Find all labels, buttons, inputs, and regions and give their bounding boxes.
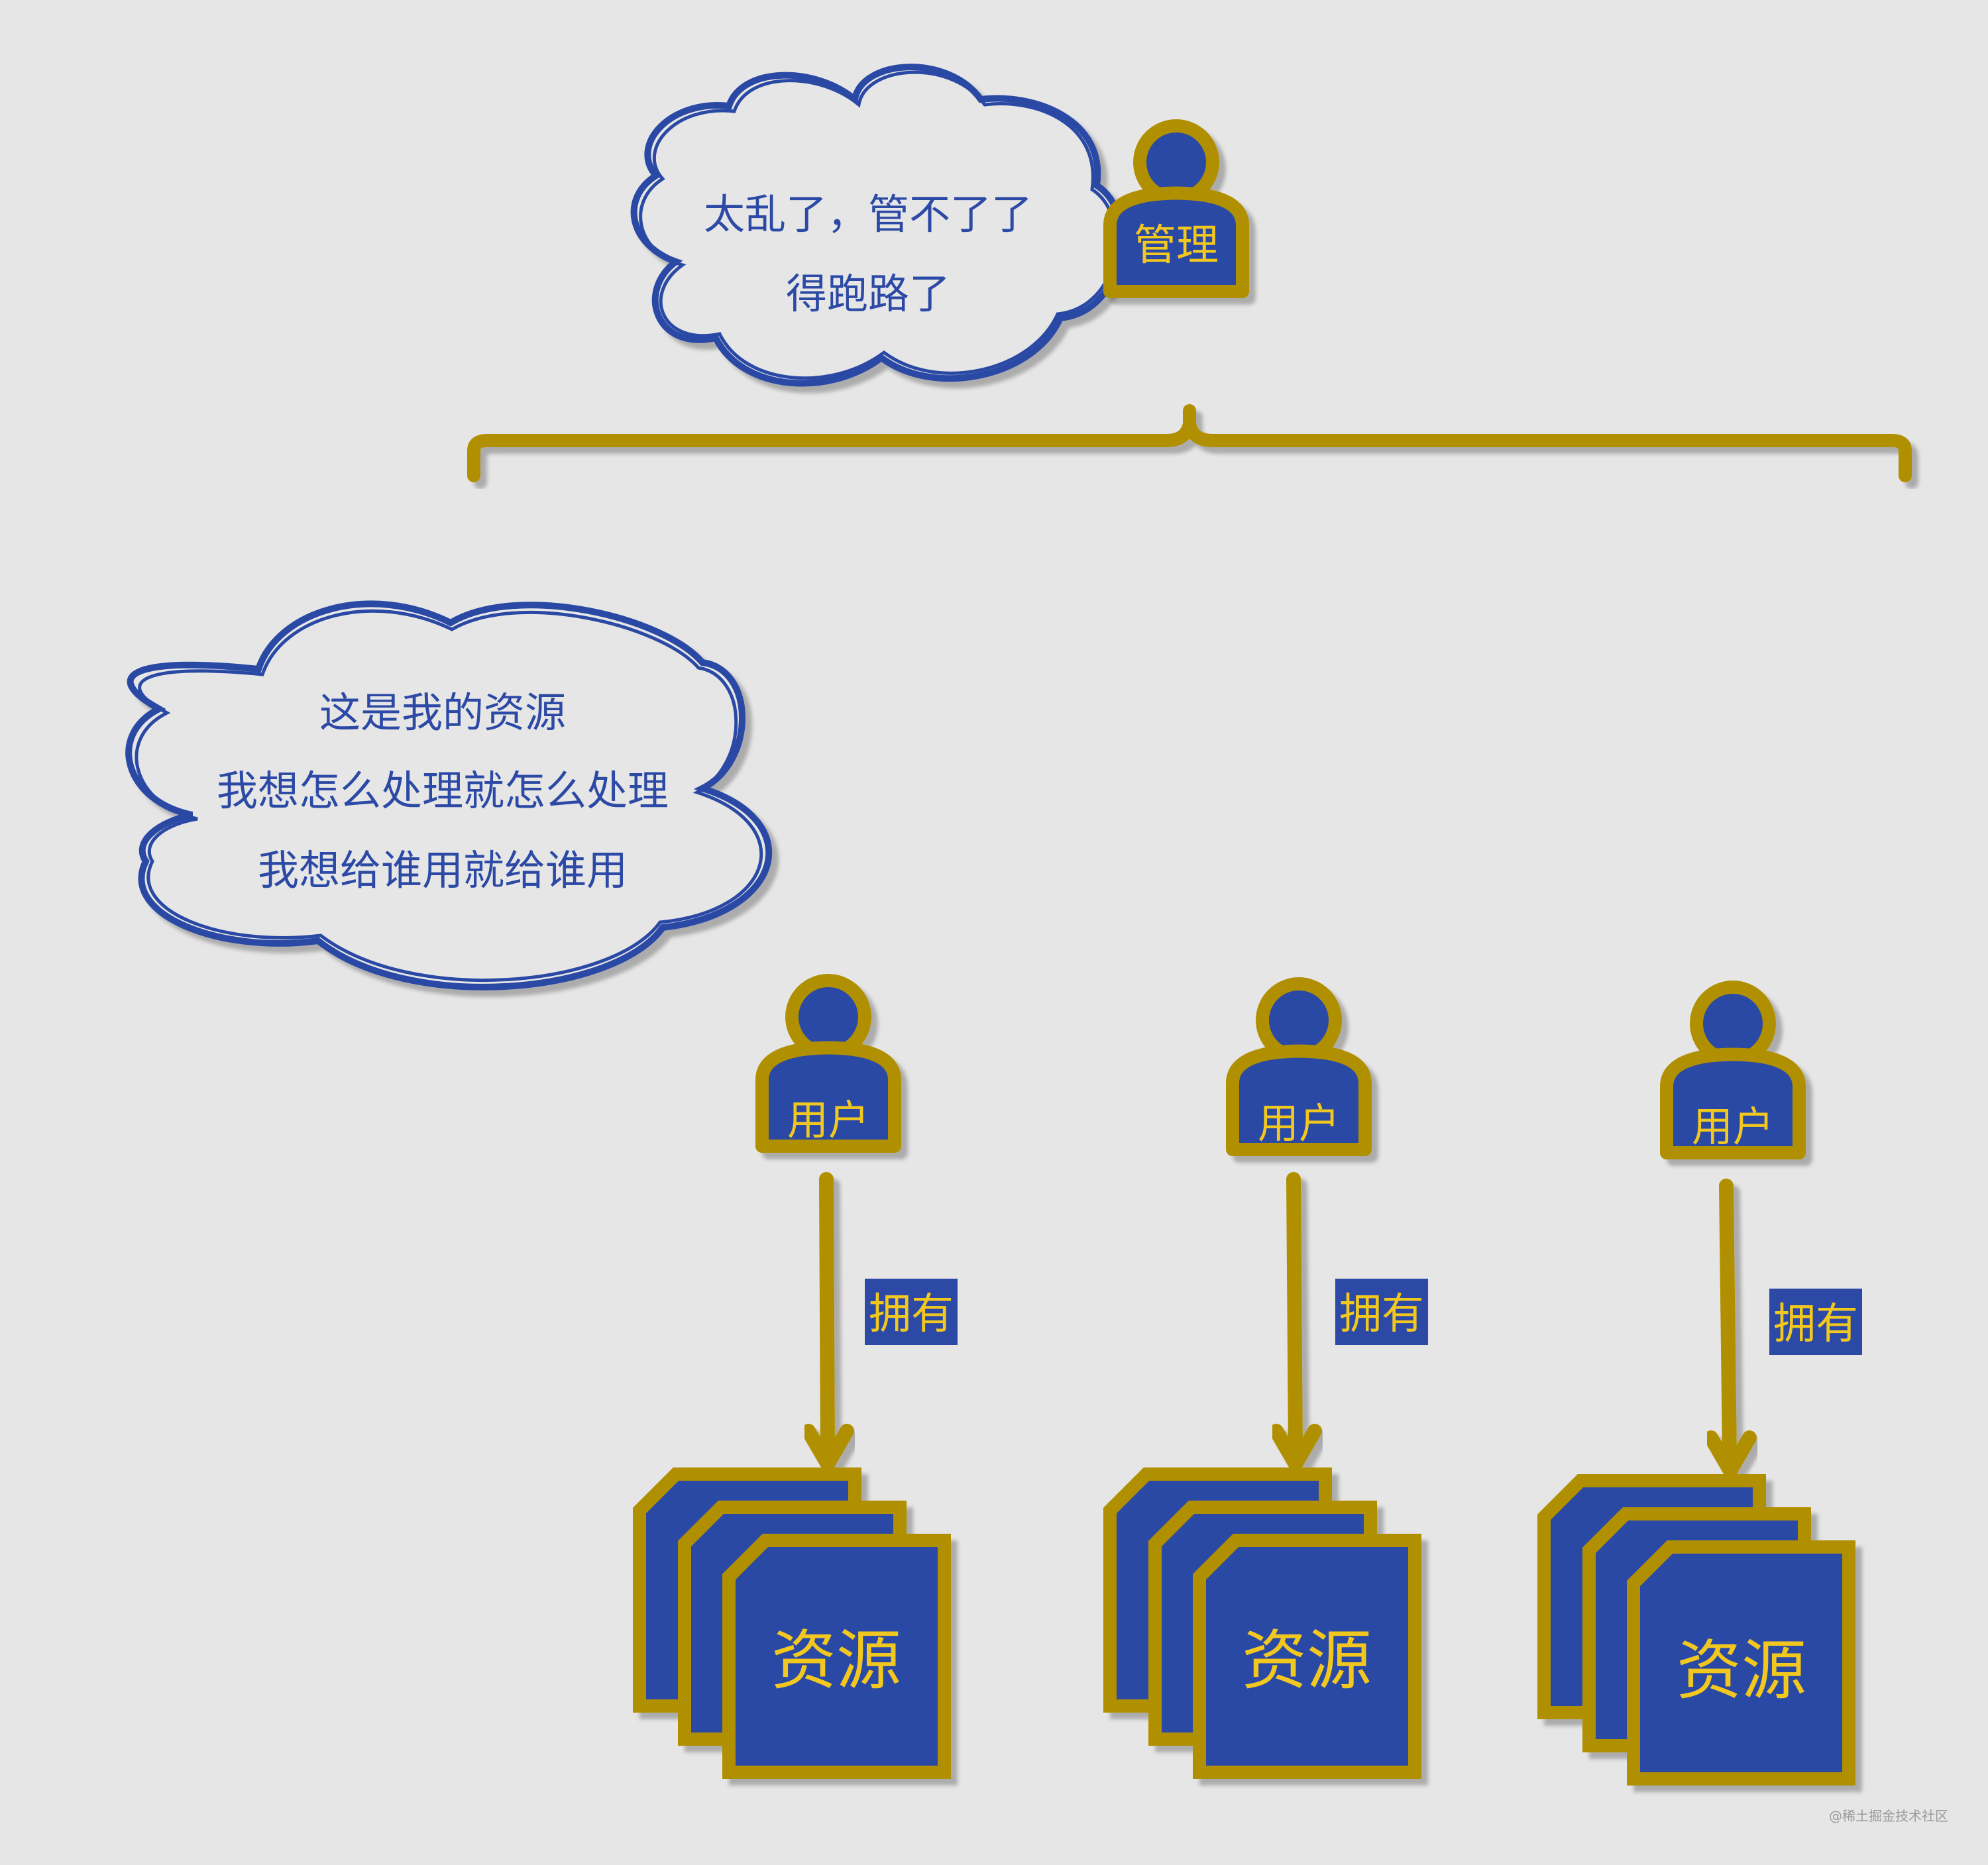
resource-label-2: 资源	[1242, 1623, 1372, 1699]
edge-label-bg-2	[1335, 1279, 1428, 1345]
edge-label-bg-3	[1769, 1289, 1862, 1355]
user-group-3: 用户 拥有 资源	[1544, 987, 1862, 1779]
cloud-icon	[630, 64, 1125, 387]
user-label-3: 用户	[1692, 1102, 1774, 1151]
user-group-2: 用户 拥有 资源	[1110, 984, 1428, 1772]
arrow-icon	[1269, 1172, 1322, 1471]
arrow-icon	[1704, 1179, 1757, 1478]
user-thought-line-2: 我想怎么处理就怎么处理	[217, 767, 669, 815]
watermark: @稀土掘金技术社区	[1829, 1808, 1948, 1824]
edge-label-bg-1	[865, 1279, 958, 1345]
admin-label: 管理	[1134, 221, 1219, 270]
user-thought-line-1: 这是我的资源	[319, 688, 566, 737]
edge-label-3: 拥有	[1773, 1300, 1858, 1349]
user-group-1: 用户 拥有 资源	[639, 981, 958, 1772]
admin-speech-cloud	[630, 64, 1125, 387]
user-thought-line-3: 我想给谁用就给谁用	[258, 846, 628, 894]
arrow-icon	[801, 1172, 854, 1471]
resource-label-3: 资源	[1677, 1633, 1806, 1709]
user-label-2: 用户	[1258, 1099, 1340, 1147]
cloud-icon	[125, 600, 773, 990]
brace-icon	[467, 404, 1912, 482]
admin-speech-line-2: 得跑路了	[786, 270, 950, 318]
admin-speech-line-1: 太乱了，管不了了	[704, 190, 1032, 239]
document-stack-icon	[1544, 1481, 1849, 1779]
edge-label-2: 拥有	[1339, 1290, 1424, 1339]
edge-label-1: 拥有	[869, 1290, 954, 1339]
user-thought-cloud	[125, 600, 773, 990]
user-label-1: 用户	[787, 1096, 869, 1144]
resource-label-1: 资源	[771, 1623, 901, 1699]
